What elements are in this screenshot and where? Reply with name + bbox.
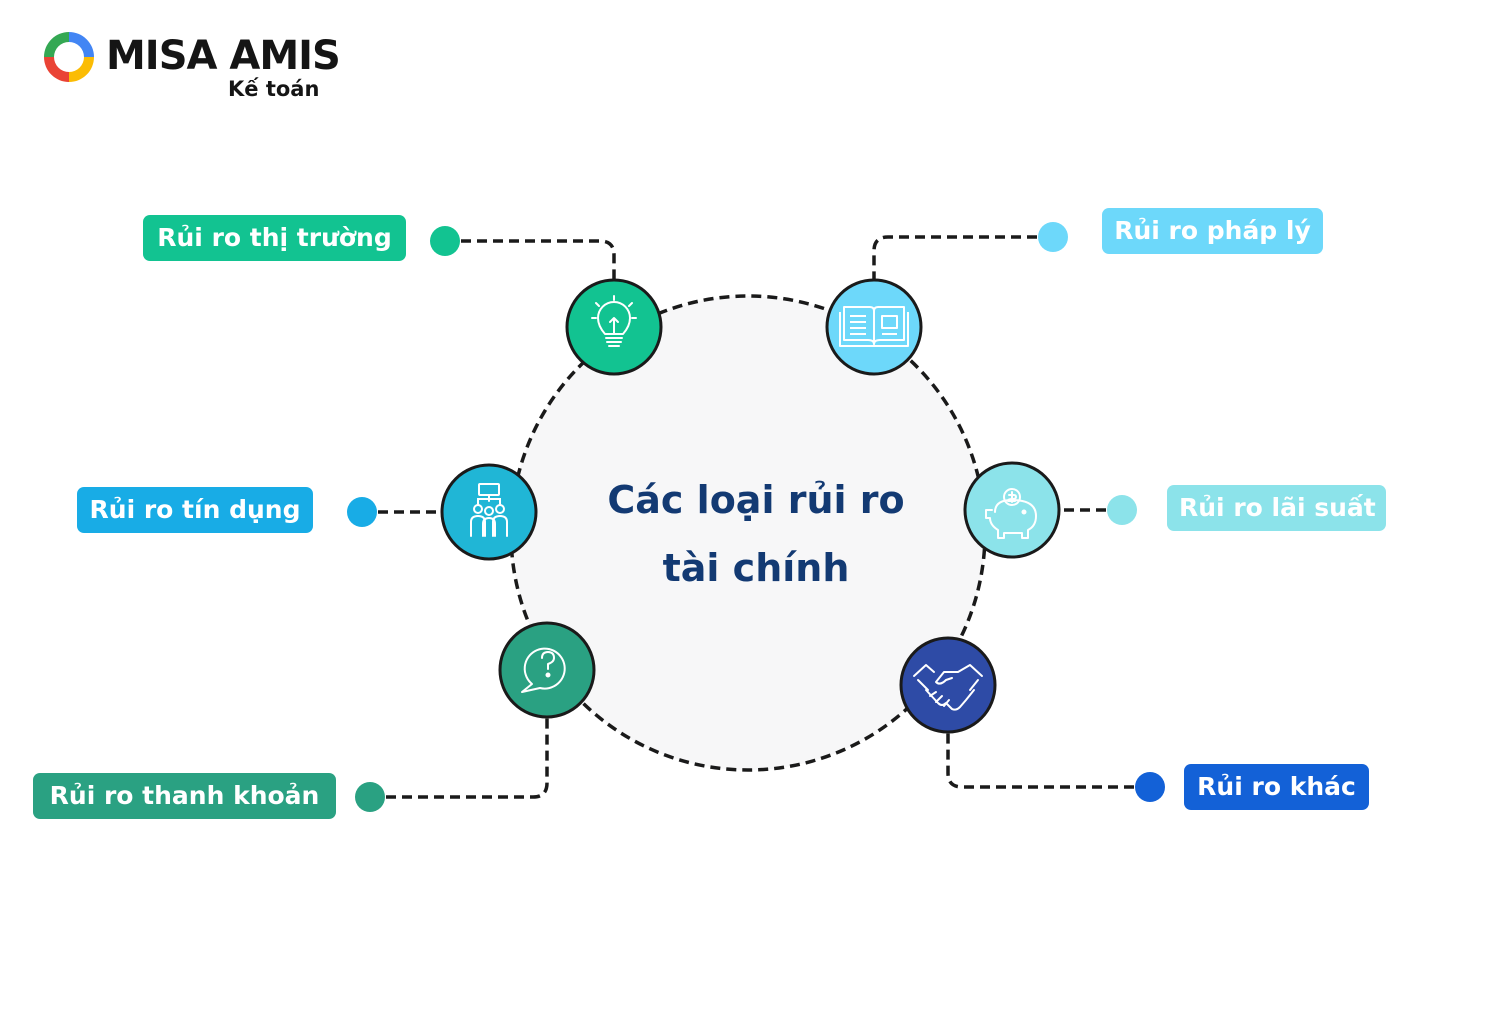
lightbulb-icon xyxy=(591,295,637,347)
dot-khac xyxy=(1135,772,1165,802)
dot-thi-truong xyxy=(430,226,460,256)
brand-name: MISA AMIS xyxy=(106,33,341,79)
dot-phap-ly xyxy=(1038,222,1068,252)
label-khac: Rủi ro khác xyxy=(1184,764,1369,810)
dot-thanh-khoan xyxy=(355,782,385,812)
center-title: Các loại rủi ro tài chính xyxy=(560,466,952,602)
node-tin-dung xyxy=(440,463,538,561)
label-phap-ly: Rủi ro pháp lý xyxy=(1102,208,1323,254)
piggy-bank-icon xyxy=(985,488,1037,539)
label-tin-dung: Rủi ro tín dụng xyxy=(77,487,313,533)
center-title-line-1: Các loại rủi ro xyxy=(607,478,905,522)
node-thanh-khoan xyxy=(498,621,596,719)
brand-logo: MISA AMIS Kế toán xyxy=(40,26,341,106)
label-thanh-khoan: Rủi ro thanh khoản xyxy=(33,773,336,819)
node-khac xyxy=(899,636,997,734)
dot-lai-suat xyxy=(1107,495,1137,525)
node-lai-suat xyxy=(963,461,1061,559)
question-bubble-icon xyxy=(521,647,566,693)
connector-lines xyxy=(362,235,1150,799)
node-phap-ly xyxy=(825,278,923,376)
people-network-icon xyxy=(470,483,508,537)
open-book-icon xyxy=(839,306,909,347)
label-lai-suat: Rủi ro lãi suất xyxy=(1167,485,1386,531)
misa-logo-icon xyxy=(44,32,94,82)
handshake-icon xyxy=(913,664,983,711)
label-thi-truong: Rủi ro thị trường xyxy=(143,215,406,261)
node-thi-truong xyxy=(565,278,663,376)
brand-product: Kế toán xyxy=(228,77,320,101)
dot-tin-dung xyxy=(347,497,377,527)
center-title-line-2: tài chính xyxy=(662,546,850,590)
